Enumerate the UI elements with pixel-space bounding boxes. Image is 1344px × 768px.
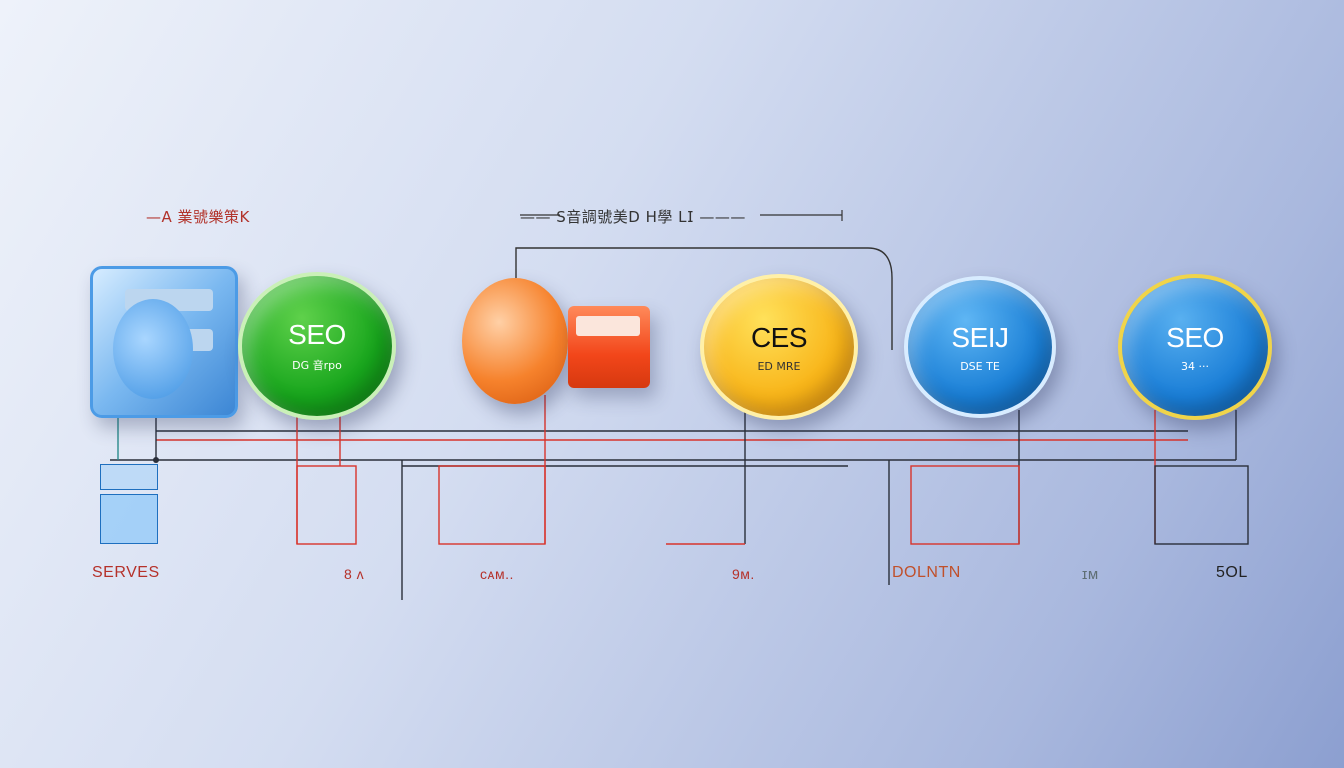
node-title: SEO bbox=[288, 319, 346, 350]
top-bracket-line bbox=[515, 247, 893, 350]
blue2-box bbox=[1154, 465, 1249, 545]
orange-box bbox=[438, 465, 546, 545]
top-left-label: —𝖠 業號樂策𝖪 bbox=[146, 208, 250, 226]
node-subtitle: 𝖣𝖲𝖤 𝖳𝖤 bbox=[960, 359, 1000, 373]
junction-dot bbox=[153, 457, 159, 463]
node-seo-blue[interactable]: SEO 𝟥𝟦 ··· bbox=[1118, 274, 1272, 420]
node-title: SEO bbox=[1166, 321, 1224, 353]
bottom-label-4: 9ᴍ. bbox=[732, 566, 755, 582]
bottom-label-3: ᴄᴀᴍ.. bbox=[480, 566, 514, 582]
blue1-box bbox=[910, 465, 1020, 545]
node-seo-green[interactable]: SEO 𝖣𝖦 音𝗋𝗉𝗈 bbox=[238, 272, 396, 420]
node-seij-blue[interactable]: SEIJ 𝖣𝖲𝖤 𝖳𝖤 bbox=[904, 276, 1056, 418]
bottom-label-2: 8 ᴧ bbox=[344, 566, 365, 582]
bottom-label-serves: SERVES bbox=[92, 564, 160, 581]
node-subtitle: 𝟥𝟦 ··· bbox=[1181, 359, 1209, 373]
node-title: SEIJ bbox=[951, 321, 1009, 353]
node-ces-yellow[interactable]: CES 𝖤𝖣 𝖬𝖱𝖤 bbox=[700, 274, 858, 420]
green-box bbox=[296, 465, 357, 545]
bottom-label-6: ɪᴍ bbox=[1082, 566, 1099, 583]
node-title: CES bbox=[750, 321, 808, 353]
orange-block bbox=[568, 306, 650, 388]
bottom-label-sol: 5OL bbox=[1216, 564, 1248, 581]
orange-sphere bbox=[462, 278, 568, 404]
small-square-2 bbox=[100, 494, 158, 544]
small-square-1 bbox=[100, 464, 158, 490]
top-center-label: —— 𝖲音調號美𝖣 𝖧學 𝖫𝖨 ——— bbox=[520, 208, 746, 226]
bottom-label-dolntn: DOLNTN bbox=[892, 564, 961, 581]
node-subtitle: 𝖣𝖦 音𝗋𝗉𝗈 bbox=[292, 359, 342, 372]
blue-e-block bbox=[90, 266, 238, 418]
node-subtitle: 𝖤𝖣 𝖬𝖱𝖤 bbox=[757, 359, 801, 373]
